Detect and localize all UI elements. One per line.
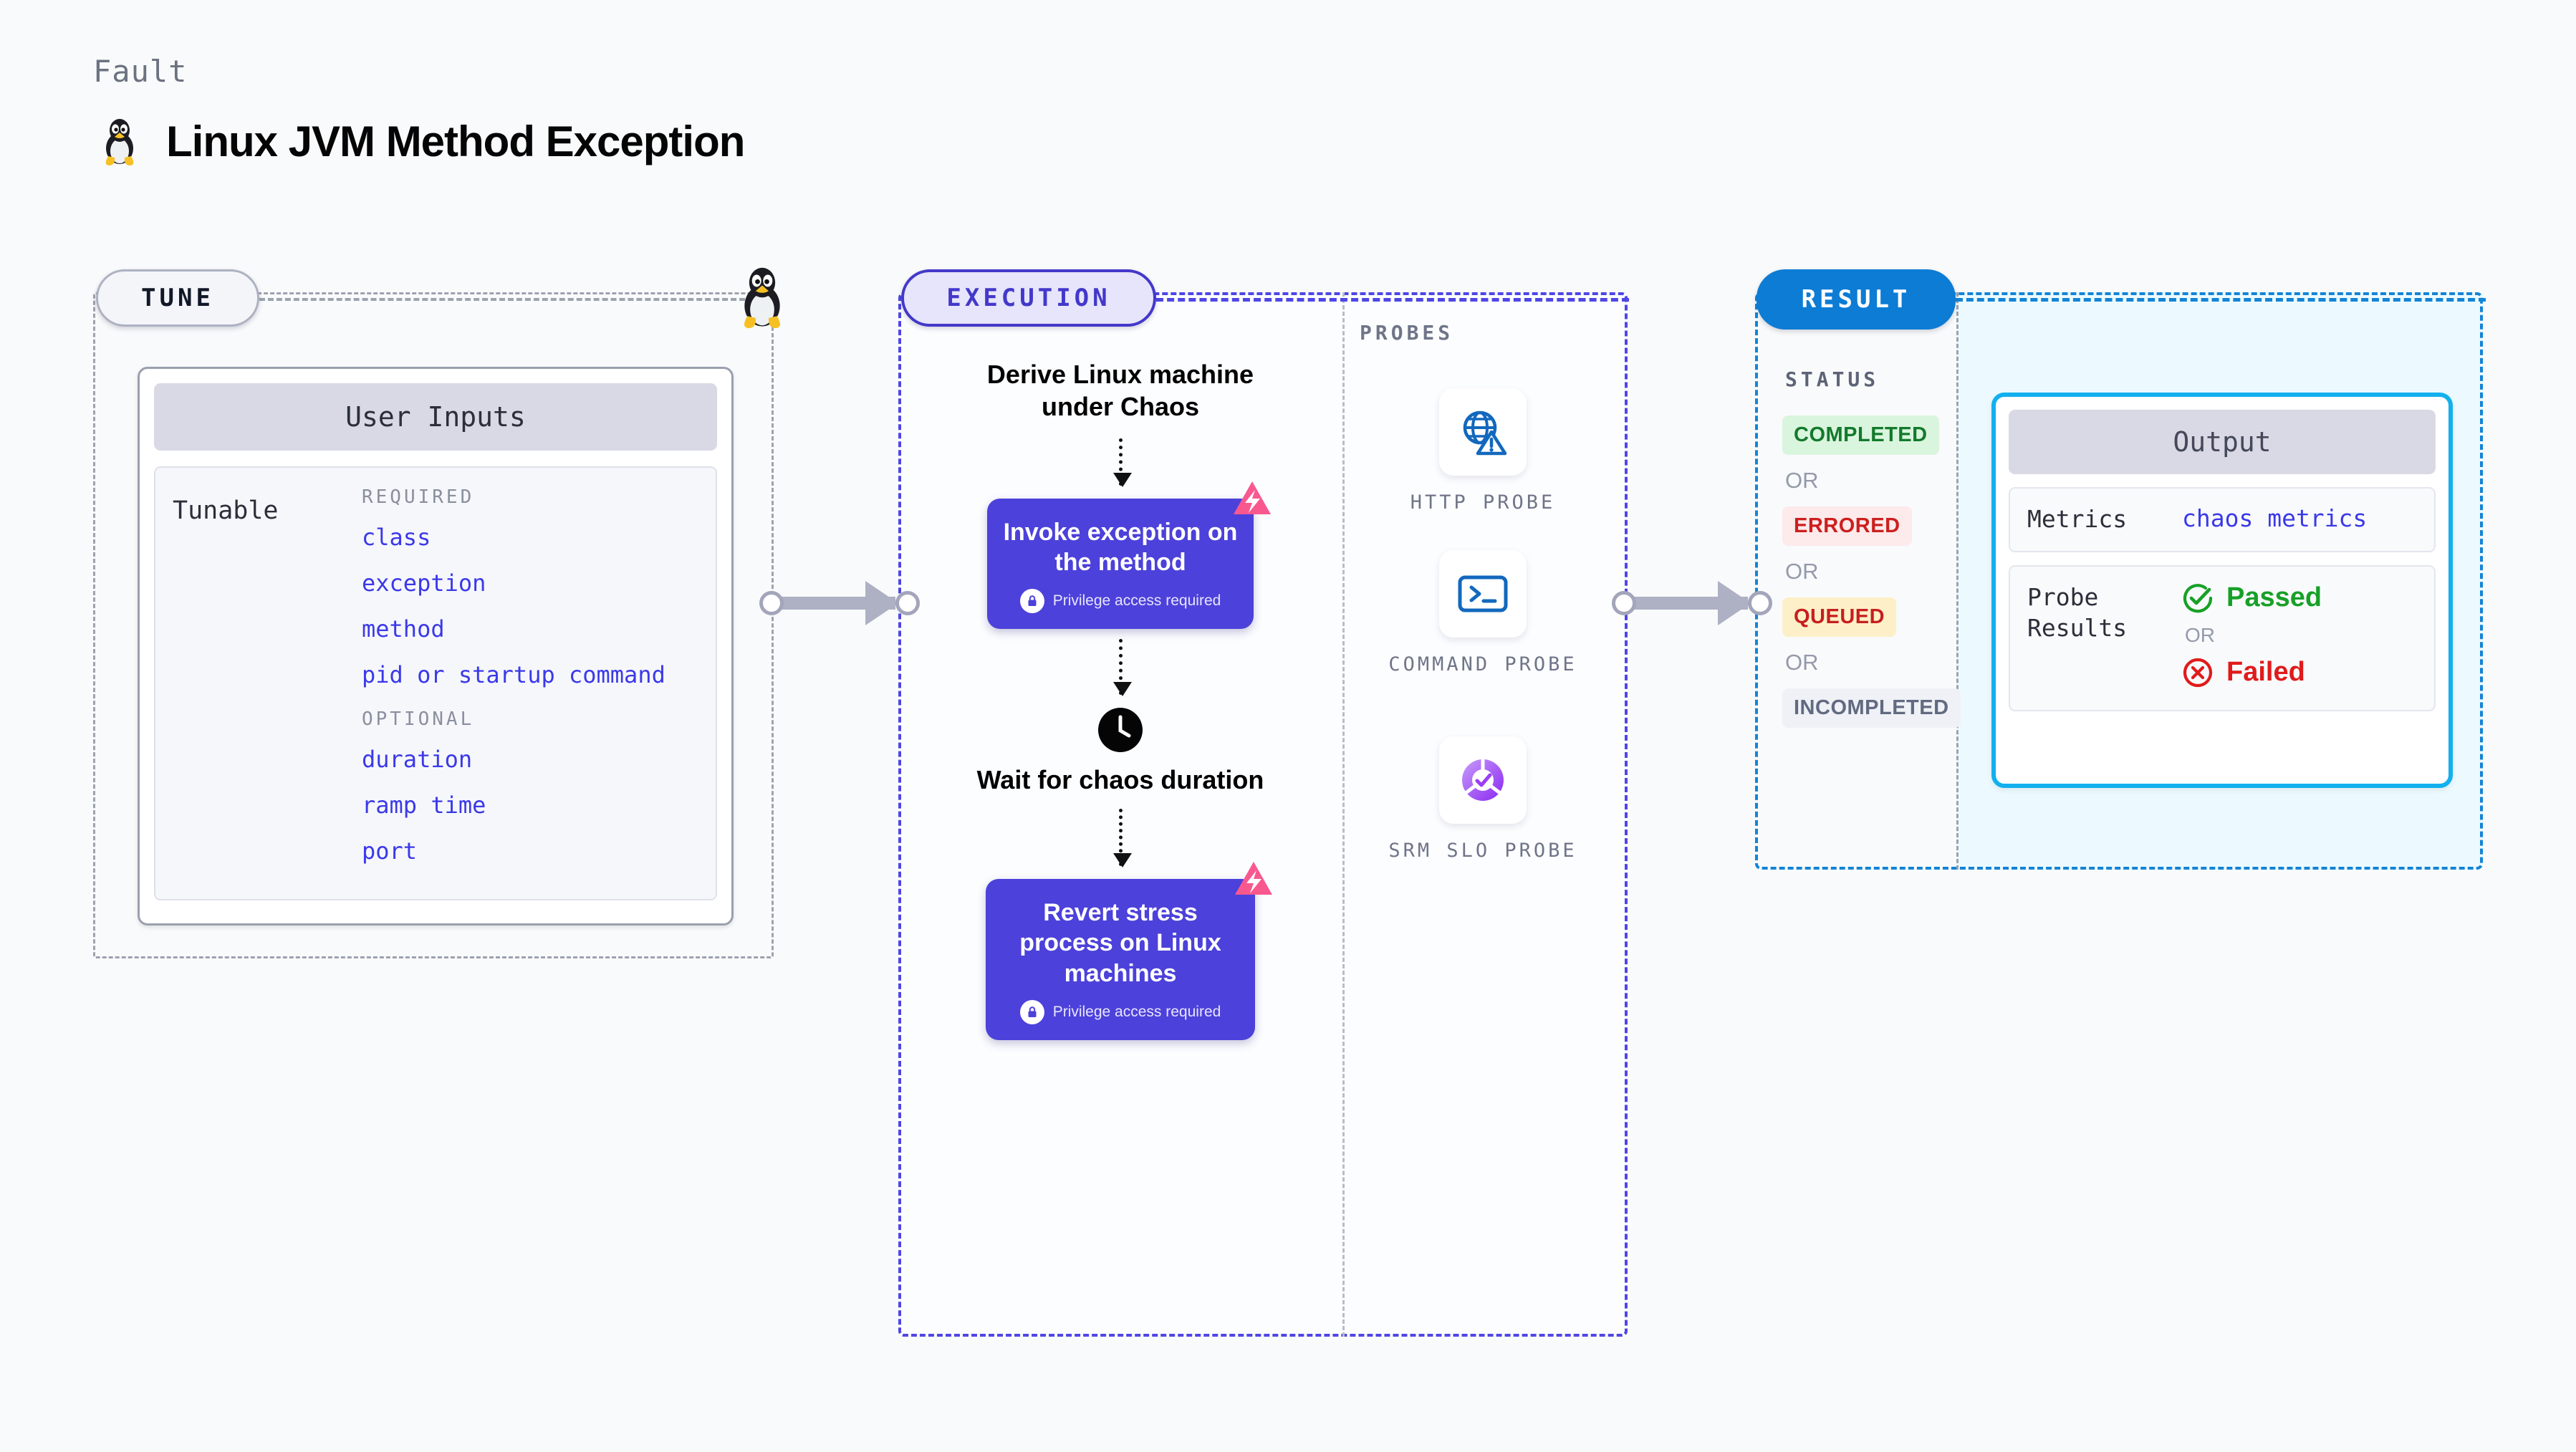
probe-result-failed: Failed <box>2182 657 2322 688</box>
check-circle-icon <box>2183 584 2213 613</box>
probe-http-tile[interactable] <box>1439 388 1527 476</box>
probe-srm-slo-label: SRM SLO PROBE <box>1388 840 1577 862</box>
probes-to-result-arrow <box>1612 581 1784 625</box>
result-output-divider <box>1956 292 1959 870</box>
probe-result-or: OR <box>2185 623 2215 646</box>
user-inputs-title: User Inputs <box>154 383 717 451</box>
output-card: Output Metrics chaos metrics Probe Resul… <box>1991 393 2453 788</box>
tune-connector-line <box>259 298 754 301</box>
status-or-2: OR <box>1785 559 1819 584</box>
arrow-node-end <box>1748 591 1772 615</box>
flow-arrow-1 <box>1112 438 1132 487</box>
derive-step-label: Derive Linux machine under Chaos <box>986 360 1254 421</box>
execution-connector-line <box>1156 298 1629 302</box>
chaos-badge-icon <box>1235 862 1272 895</box>
probe-srm-slo[interactable]: SRM SLO PROBE <box>1383 736 1583 864</box>
status-badge-errored: ERRORED <box>1782 506 1912 546</box>
flow-arrow-3 <box>1112 809 1132 868</box>
lock-icon <box>1019 589 1044 614</box>
linux-tux-icon-connector <box>744 267 780 329</box>
revert-privilege-text: Privilege access required <box>1052 1003 1221 1020</box>
slo-check-icon <box>1462 759 1504 801</box>
wait-duration-label: Wait for chaos duration <box>976 765 1264 795</box>
invoke-privilege-text: Privilege access required <box>1052 592 1221 610</box>
probe-result-failed-label: Failed <box>2226 657 2305 688</box>
status-section-label: STATUS <box>1785 367 1880 391</box>
tunable-item-pid-or-startup-command[interactable]: pid or startup command <box>362 661 665 688</box>
terminal-icon <box>1458 575 1508 612</box>
globe-warning-icon <box>1463 410 1507 456</box>
x-circle-icon <box>2183 658 2213 687</box>
probes-section-label: PROBES <box>1360 321 1454 345</box>
tunable-item-class[interactable]: class <box>362 524 431 551</box>
required-group-label: REQUIRED <box>362 486 475 508</box>
invoke-privilege-note: Privilege access required <box>1003 589 1238 614</box>
tune-panel <box>93 292 774 958</box>
output-title: Output <box>2009 410 2436 474</box>
output-metrics-row: Metrics chaos metrics <box>2009 487 2436 552</box>
output-metrics-value[interactable]: chaos metrics <box>2182 504 2368 532</box>
user-inputs-body: Tunable REQUIRED class exception method … <box>154 466 717 900</box>
probe-result-passed: Passed <box>2182 582 2322 614</box>
page-title: Linux JVM Method Exception <box>97 115 745 168</box>
status-badge-incompleted: INCOMPLETED <box>1782 688 1961 728</box>
output-probe-results-row: Probe Results Passed OR Failed <box>2009 564 2436 711</box>
page-title-text: Linux JVM Method Exception <box>166 117 745 165</box>
tunable-label: Tunable <box>173 496 279 525</box>
linux-tux-icon <box>105 119 134 165</box>
chaos-badge-icon <box>1234 481 1271 514</box>
tunable-item-exception[interactable]: exception <box>362 569 486 597</box>
tunable-item-ramp-time[interactable]: ramp time <box>362 792 486 819</box>
output-metrics-key: Metrics <box>2027 505 2128 533</box>
status-or-3: OR <box>1785 650 1819 675</box>
execution-probes-divider <box>1342 292 1345 1337</box>
flow-arrow-2 <box>1112 639 1132 697</box>
arrow-node-start <box>759 591 784 615</box>
tunable-list: REQUIRED class exception method pid or s… <box>362 486 698 880</box>
lock-icon <box>1019 999 1044 1024</box>
probe-command[interactable]: COMMAND PROBE <box>1383 550 1583 678</box>
result-panel <box>1755 292 2483 870</box>
fault-eyebrow-label: Fault <box>93 54 188 89</box>
revert-stress-step[interactable]: Revert stress process on Linux machines … <box>986 862 1272 1040</box>
tune-to-execution-arrow <box>759 581 931 625</box>
status-badge-queued: QUEUED <box>1782 597 1897 637</box>
arrow-node-end <box>895 591 920 615</box>
tunable-item-duration[interactable]: duration <box>362 746 473 773</box>
revert-privilege-note: Privilege access required <box>1001 999 1239 1024</box>
invoke-exception-text: Invoke exception on the method <box>1003 519 1238 577</box>
probe-http[interactable]: HTTP PROBE <box>1383 388 1583 516</box>
probe-command-label: COMMAND PROBE <box>1388 653 1577 675</box>
tunable-item-port[interactable]: port <box>362 837 418 865</box>
clock-icon <box>1098 708 1143 753</box>
execution-flow: Derive Linux machine under Chaos Invoke … <box>898 358 1342 1040</box>
probe-result-passed-label: Passed <box>2226 582 2322 613</box>
revert-stress-text: Revert stress process on Linux machines <box>1019 899 1221 987</box>
status-or-1: OR <box>1785 468 1819 493</box>
tunable-item-method[interactable]: method <box>362 615 445 643</box>
status-list: COMPLETED OR ERRORED OR QUEUED OR INCOMP… <box>1782 415 1961 728</box>
user-inputs-card: User Inputs Tunable REQUIRED class excep… <box>138 367 734 925</box>
tune-stage-pill[interactable]: TUNE <box>96 269 259 327</box>
arrow-node-start <box>1612 591 1636 615</box>
result-connector-line <box>1956 298 2486 302</box>
probe-command-tile[interactable] <box>1439 550 1527 638</box>
probe-http-label: HTTP PROBE <box>1410 491 1556 514</box>
result-stage-pill[interactable]: RESULT <box>1756 269 1956 330</box>
probe-results-values: Passed OR Failed <box>2182 582 2322 688</box>
status-badge-completed: COMPLETED <box>1782 415 1939 455</box>
probe-srm-slo-tile[interactable] <box>1439 736 1527 824</box>
execution-stage-pill[interactable]: EXECUTION <box>901 269 1156 327</box>
output-probe-results-key: Probe Results <box>2027 582 2128 642</box>
optional-group-label: OPTIONAL <box>362 708 475 730</box>
invoke-exception-step[interactable]: Invoke exception on the method Privilege… <box>987 481 1271 630</box>
